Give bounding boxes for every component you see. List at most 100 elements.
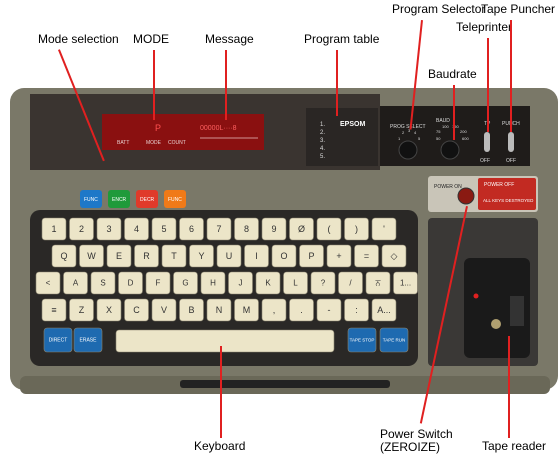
key-row2-7[interactable]	[244, 244, 269, 268]
baud-num-200: 200	[460, 129, 467, 134]
key-row3-10-label: ?	[321, 279, 326, 288]
display-mode-label: MODE	[146, 140, 162, 146]
key-row2-1[interactable]	[79, 244, 104, 268]
key-row1-3-label: 4	[134, 224, 139, 234]
key-row1-4[interactable]	[151, 217, 177, 241]
baudrate-knob[interactable]	[440, 140, 460, 160]
mode-key-func-2-label: FUNC	[168, 197, 182, 203]
key-row1-0[interactable]	[41, 217, 67, 241]
mode-key-func-2[interactable]	[164, 190, 186, 208]
key-row3-9[interactable]	[283, 271, 308, 295]
key-row3-8[interactable]	[255, 271, 281, 295]
key-row2-0[interactable]	[51, 244, 77, 268]
key-row1-1[interactable]	[69, 217, 94, 241]
key-row2-2[interactable]	[106, 244, 132, 268]
key-row1-11[interactable]	[344, 217, 369, 241]
key-row3-5-label: G	[182, 279, 188, 288]
mode-key-func-1[interactable]	[80, 190, 102, 208]
baud-label: BAUD	[436, 118, 450, 124]
callout-program-selector: Program Selector	[392, 2, 486, 16]
key-row1-12[interactable]	[371, 217, 397, 241]
power-switch-knob[interactable]	[457, 187, 475, 205]
program-row-1: 1.	[320, 122, 325, 128]
key-row1-3[interactable]	[124, 217, 149, 241]
key-row1-10[interactable]	[316, 217, 342, 241]
key-row3-11[interactable]	[338, 271, 363, 295]
key-tape-run[interactable]	[379, 327, 409, 353]
key-direct[interactable]	[43, 327, 73, 353]
key-row3-7[interactable]	[228, 271, 253, 295]
key-row4-3[interactable]	[124, 298, 149, 322]
key-row3-0[interactable]	[35, 271, 61, 295]
key-row3-2-label: S	[100, 279, 105, 288]
key-row4-7-label: M	[243, 305, 251, 315]
key-tape-stop[interactable]	[347, 327, 377, 353]
key-row4-1[interactable]	[69, 298, 94, 322]
program-selector-knob[interactable]	[398, 140, 418, 160]
key-row4-11-label: :	[355, 305, 358, 315]
key-space[interactable]	[115, 329, 335, 353]
display-batt-label: BATT	[117, 140, 129, 146]
key-row4-6[interactable]	[206, 298, 232, 322]
key-row2-6[interactable]	[216, 244, 242, 268]
key-row1-8[interactable]	[261, 217, 287, 241]
key-row3-5[interactable]	[173, 271, 198, 295]
key-row3-2[interactable]	[90, 271, 116, 295]
key-row3-12[interactable]	[365, 271, 391, 295]
key-row3-4[interactable]	[145, 271, 171, 295]
key-row4-3-label: C	[133, 305, 140, 315]
key-row4-4-label: V	[161, 305, 167, 315]
callout-tape-puncher: Tape Puncher	[481, 2, 556, 16]
prog-num-3: 3	[408, 128, 411, 133]
key-row3-10[interactable]	[310, 271, 336, 295]
key-row4-7[interactable]	[234, 298, 259, 322]
key-row2-3[interactable]	[134, 244, 159, 268]
teleprinter-toggle[interactable]	[484, 132, 490, 152]
key-row1-6[interactable]	[206, 217, 232, 241]
key-row2-8[interactable]	[271, 244, 297, 268]
key-row4-0[interactable]	[41, 298, 67, 322]
key-row1-9[interactable]	[289, 217, 314, 241]
pointer-line-tape-puncher	[510, 20, 512, 132]
mode-key-decr-label: DECR	[140, 197, 155, 203]
key-tape-run-label: TAPE RUN	[383, 338, 405, 343]
mode-key-encr[interactable]	[108, 190, 130, 208]
key-row2-8-label: O	[280, 251, 287, 261]
key-row2-12[interactable]	[381, 244, 407, 268]
key-row1-7[interactable]	[234, 217, 259, 241]
key-erase[interactable]	[73, 327, 103, 353]
key-row2-10[interactable]	[326, 244, 352, 268]
key-row4-5[interactable]	[179, 298, 204, 322]
key-row2-4[interactable]	[161, 244, 187, 268]
key-row3-3[interactable]	[118, 271, 143, 295]
tape-reader-unit[interactable]	[464, 258, 530, 358]
key-row3-6[interactable]	[200, 271, 226, 295]
tape-puncher-toggle[interactable]	[508, 132, 514, 152]
key-row1-0-label: 1	[51, 224, 56, 234]
key-row3-13[interactable]	[393, 271, 418, 295]
program-row-2: 2.	[320, 130, 325, 136]
key-row4-11[interactable]	[344, 298, 369, 322]
key-row1-5[interactable]	[179, 217, 204, 241]
key-row4-12[interactable]	[371, 298, 397, 322]
key-row4-0-label: ≡	[51, 305, 56, 315]
key-row2-11[interactable]	[354, 244, 379, 268]
mode-key-decr[interactable]	[136, 190, 158, 208]
callout-teleprinter: Teleprinter	[456, 20, 513, 34]
key-row4-9[interactable]	[289, 298, 314, 322]
key-row1-9-label: Ø	[298, 224, 305, 234]
key-row4-4[interactable]	[151, 298, 177, 322]
key-row3-1[interactable]	[63, 271, 88, 295]
key-row4-8[interactable]	[261, 298, 287, 322]
key-row3-0-label: <	[46, 279, 51, 288]
key-row1-2[interactable]	[96, 217, 122, 241]
key-row2-5[interactable]	[189, 244, 214, 268]
callout-message: Message	[205, 32, 254, 46]
key-row4-10[interactable]	[316, 298, 342, 322]
power-off-label: POWER OFF	[484, 182, 514, 188]
key-row2-9[interactable]	[299, 244, 324, 268]
key-row2-0-label: Q	[60, 251, 67, 261]
key-direct-label: DIRECT	[49, 338, 68, 344]
key-row4-2[interactable]	[96, 298, 122, 322]
